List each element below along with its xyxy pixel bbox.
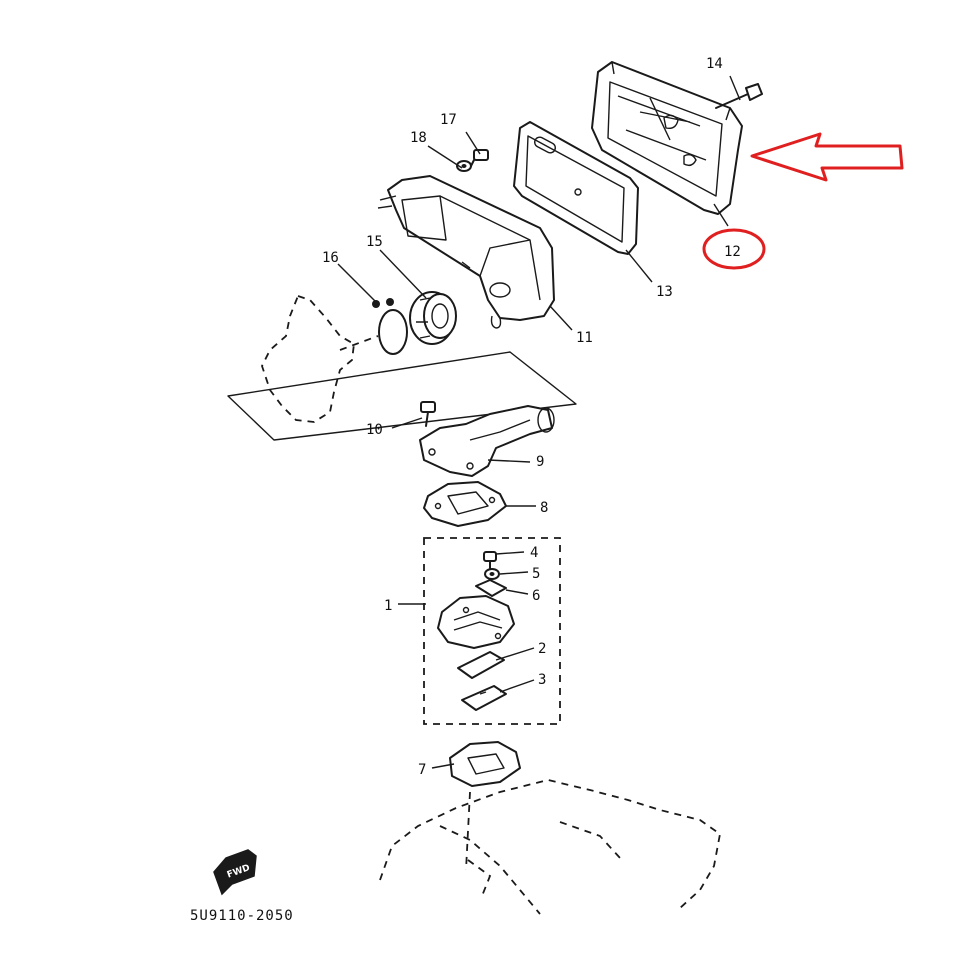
callout-10: 10 [366,422,383,438]
part-12-silencer-cover [591,61,743,215]
callout-5: 5 [532,566,540,582]
callouts: 14 17 18 15 16 13 11 10 9 8 4 5 6 1 2 3 … [322,56,741,778]
part-code: 5U9110-2050 [190,908,294,924]
part-16-clamp [372,298,408,355]
carburetor-reference [227,294,577,441]
part-10-bolt [420,401,436,427]
highlight-circle-icon [702,228,766,270]
callout-18: 18 [410,130,427,146]
callout-13: 13 [656,284,673,300]
part-4-screw [483,551,497,569]
callout-1: 1 [384,598,392,614]
callout-2: 2 [538,641,546,657]
callout-14: 14 [706,56,723,72]
part-15-grommet [409,291,457,345]
callout-7: 7 [418,762,426,778]
part-18-washer [456,160,472,172]
leader-lines [337,75,741,769]
callout-16: 16 [322,250,339,266]
callout-17: 17 [440,112,457,128]
callout-15: 15 [366,234,383,250]
part-6-stopper [475,579,507,597]
part-13-gasket [513,121,639,255]
callout-6: 6 [532,588,540,604]
callout-4: 4 [530,545,538,561]
part-1-reed-valve-assembly [423,537,561,725]
part-7-gasket [449,741,521,787]
callout-3: 3 [538,672,546,688]
callout-12: 12 [724,244,741,260]
fwd-arrow-icon: FWD [213,849,257,896]
part-14-bolt [715,83,763,109]
part-3-reed-stopper [461,685,507,711]
part-8-gasket [423,481,507,527]
callout-8: 8 [540,500,548,516]
crankcase-reference [379,779,721,915]
part-2-reed [457,651,505,679]
part-11-silencer-body [377,175,555,329]
part-5-washer [484,568,500,580]
part-9-intake-elbow [419,405,555,477]
callout-9: 9 [536,454,544,470]
callout-11: 11 [576,330,593,346]
highlight-arrow-icon [750,132,904,182]
